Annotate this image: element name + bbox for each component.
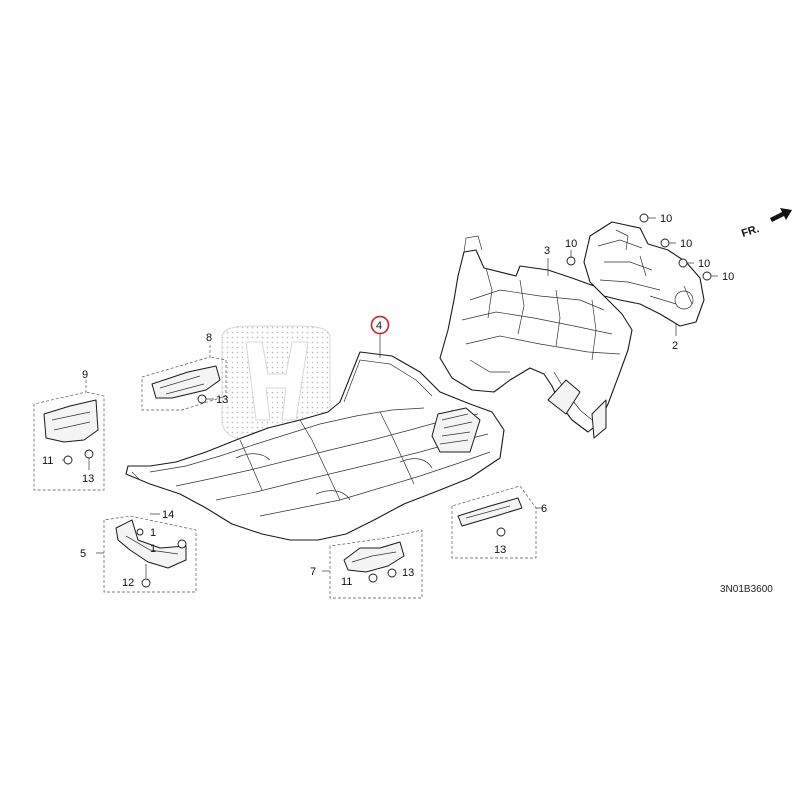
front-direction-indicator: FR. (740, 208, 792, 240)
callout-1-lower[interactable]: 1 (150, 543, 156, 555)
callout-10-mid[interactable]: 10 (680, 238, 692, 250)
callout-13-box6[interactable]: 13 (494, 544, 506, 556)
part-2-dashboard-insulator (583, 221, 705, 327)
callout-13-box8[interactable]: 13 (216, 394, 228, 406)
callout-10-top[interactable]: 10 (660, 213, 672, 225)
callout-13-box7[interactable]: 13 (402, 567, 414, 579)
callout-labels: 4 3 2 8 9 5 7 6 10 10 10 10 10 13 11 13 … (42, 213, 734, 589)
part-4-floor-carpet (125, 351, 505, 541)
group-9-box (33, 380, 105, 491)
callout-3[interactable]: 3 (544, 245, 550, 257)
leader-lines (379, 258, 677, 358)
callout-10-left[interactable]: 10 (565, 238, 577, 250)
callout-8[interactable]: 8 (206, 332, 212, 344)
callout-7[interactable]: 7 (310, 566, 316, 578)
callout-11-box9[interactable]: 11 (42, 455, 53, 467)
group-7-box (322, 529, 423, 599)
group-5-box (96, 513, 197, 593)
diagram-code: 3N01B3600 (720, 584, 773, 595)
group-8-box (141, 345, 227, 411)
group-6-box (451, 485, 542, 559)
callout-13-box9[interactable]: 13 (82, 473, 94, 485)
callout-12[interactable]: 12 (122, 577, 134, 589)
callout-5[interactable]: 5 (80, 548, 86, 560)
callout-11-box7[interactable]: 11 (341, 576, 352, 588)
front-arrow-icon (770, 208, 792, 222)
callout-2[interactable]: 2 (672, 340, 678, 352)
front-direction-label: FR. (740, 223, 761, 240)
callout-1-upper[interactable]: 1 (150, 527, 156, 539)
callout-6[interactable]: 6 (541, 503, 547, 515)
clip-fasteners-10 (566, 213, 718, 281)
callout-10-right[interactable]: 10 (698, 258, 710, 270)
callout-9[interactable]: 9 (82, 369, 88, 381)
part-3-dashboard-insulator (439, 235, 633, 439)
callout-4[interactable]: 4 (376, 320, 382, 332)
highlighted-part-marker (370, 315, 390, 335)
brand-logo-watermark (221, 325, 331, 441)
callout-14[interactable]: 14 (162, 509, 174, 521)
callout-10-far-right[interactable]: 10 (722, 271, 734, 283)
